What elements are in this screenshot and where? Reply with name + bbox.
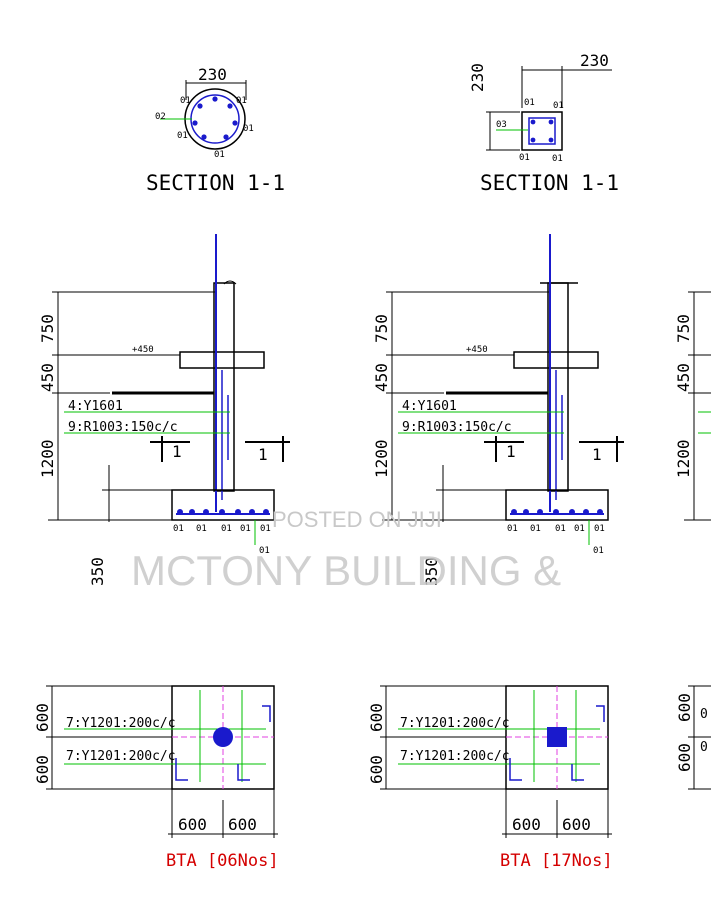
elev-a-dim-350: 350	[88, 557, 107, 586]
round-col-bar-mark: 01	[243, 124, 254, 134]
elevation-a: 750 450 1200 350 +450 4:Y1601 9:R1003:15…	[38, 234, 290, 586]
elev-b-links-note: 9:R1003:150c/c	[402, 420, 512, 435]
elev-b-bar-mark: 01	[574, 524, 585, 534]
square-column-bars	[530, 119, 554, 143]
round-col-width-dim: 230	[198, 65, 227, 84]
round-column-section: 230 02 01 01 01 01 01 SECTION 1-1	[146, 65, 285, 195]
elev-a-bar-mark: 01	[259, 546, 270, 556]
elev-a-bar-mark: 01	[260, 524, 271, 534]
elev-a-bar-mark: 01	[221, 524, 232, 534]
elev-b-bar-mark: 01	[555, 524, 566, 534]
base-plan-c-partial: 600 600 0 0	[675, 685, 711, 790]
elev-a-starter-note: 4:Y1601	[68, 399, 123, 414]
square-col-width-dim: 230	[580, 51, 609, 70]
elev-b-bar-mark: 01	[593, 546, 604, 556]
elev-a-footing	[171, 489, 275, 521]
elev-b-footing	[505, 489, 609, 521]
watermark-posted: POSTED ON JIJI	[272, 507, 442, 532]
round-col-bar-mark: 01	[180, 96, 191, 106]
square-col-link-mark: 03	[496, 120, 507, 130]
elev-b-dim-350: 350	[422, 557, 441, 586]
elev-a-cut-mark: 1	[258, 445, 268, 464]
round-col-section-title: SECTION 1-1	[146, 171, 285, 195]
plan-a-mesh-top: 7:Y1201:200c/c	[66, 716, 176, 731]
elev-b-level: +450	[466, 345, 488, 355]
plan-b-label: BTA [17Nos]	[500, 851, 613, 871]
plan-b-dim-h: 600	[562, 815, 591, 834]
elev-b-cut-mark: 1	[506, 442, 516, 461]
plan-b-dim-h: 600	[512, 815, 541, 834]
elev-a-dim-450: 450	[38, 363, 57, 392]
square-col-bar-mark: 01	[552, 154, 563, 164]
elev-b-dim-750: 750	[372, 314, 391, 343]
elev-b-bar-mark: 01	[530, 524, 541, 534]
elev-a-cut-mark: 1	[172, 442, 182, 461]
square-col-section-title: SECTION 1-1	[480, 171, 619, 195]
elev-a-level: +450	[132, 345, 154, 355]
square-col-bar-mark: 01	[524, 98, 535, 108]
elev-a-bar-mark: 01	[173, 524, 184, 534]
plan-c-mesh-fragment: 0	[700, 740, 708, 755]
square-column-link	[528, 117, 556, 145]
elev-a-slab	[179, 351, 265, 369]
round-col-bar-mark: 01	[214, 150, 225, 160]
square-column-section: 230 230 03 01 01 01 01 SECTION 1-1	[468, 51, 619, 195]
plan-a-mesh-bottom: 7:Y1201:200c/c	[66, 749, 176, 764]
round-column-link	[190, 94, 240, 144]
round-col-link-mark: 02	[155, 112, 166, 122]
elev-a-links-note: 9:R1003:150c/c	[68, 420, 178, 435]
watermark-company: MCTONY BUILDING &	[131, 547, 561, 594]
elev-c-dim-450: 450	[674, 363, 693, 392]
plan-a-dim-h: 600	[228, 815, 257, 834]
round-col-bar-mark: 01	[177, 131, 188, 141]
round-col-bar-mark: 01	[236, 96, 247, 106]
square-column-outline	[521, 111, 563, 151]
plan-a-dim-h: 600	[178, 815, 207, 834]
plan-c-dim-v: 600	[675, 743, 694, 772]
elev-b-dim-450: 450	[372, 363, 391, 392]
elev-c-dim-1200: 1200	[674, 439, 693, 478]
square-col-height-dim: 230	[468, 63, 487, 92]
square-col-bar-mark: 01	[553, 101, 564, 111]
elev-b-bar-mark: 01	[594, 524, 605, 534]
plan-a-label: BTA [06Nos]	[166, 851, 279, 871]
elev-a-column	[213, 282, 235, 492]
plan-a-round-column	[213, 727, 233, 747]
base-plan-b: 600 600 7:Y1201:200c/c 7:Y1201:200c/c 60…	[367, 685, 613, 871]
elev-a-dim-750: 750	[38, 314, 57, 343]
plan-a-dim-v: 600	[33, 755, 52, 784]
elevation-c-partial: 750 450 1200	[674, 291, 711, 521]
watermark: POSTED ON JIJI MCTONY BUILDING &	[131, 507, 561, 594]
elev-b-slab	[513, 351, 599, 369]
round-column-bars	[192, 96, 238, 140]
plan-b-square-column	[547, 727, 567, 747]
plan-b-mesh-top: 7:Y1201:200c/c	[400, 716, 510, 731]
plan-b-mesh-bottom: 7:Y1201:200c/c	[400, 749, 510, 764]
elev-b-starter-note: 4:Y1601	[402, 399, 457, 414]
plan-c-mesh-fragment: 0	[700, 707, 708, 722]
elev-a-bar-mark: 01	[240, 524, 251, 534]
plan-a-dim-v: 600	[33, 703, 52, 732]
plan-c-dim-v: 600	[675, 693, 694, 722]
base-plan-a: 600 600 7:Y1201:200c/c 7:Y1201:200c/c 60…	[33, 685, 279, 871]
elevation-b: 750 450 1200 350 +450 4:Y1601 9:R1003:15…	[372, 234, 624, 586]
plan-b-dim-v: 600	[367, 755, 386, 784]
elev-a-bar-mark: 01	[196, 524, 207, 534]
elev-b-cut-mark: 1	[592, 445, 602, 464]
elev-b-dim-1200: 1200	[372, 439, 391, 478]
elev-c-dim-750: 750	[674, 314, 693, 343]
elev-a-dim-1200: 1200	[38, 439, 57, 478]
elev-b-bar-mark: 01	[507, 524, 518, 534]
plan-b-dim-v: 600	[367, 703, 386, 732]
square-col-bar-mark: 01	[519, 153, 530, 163]
